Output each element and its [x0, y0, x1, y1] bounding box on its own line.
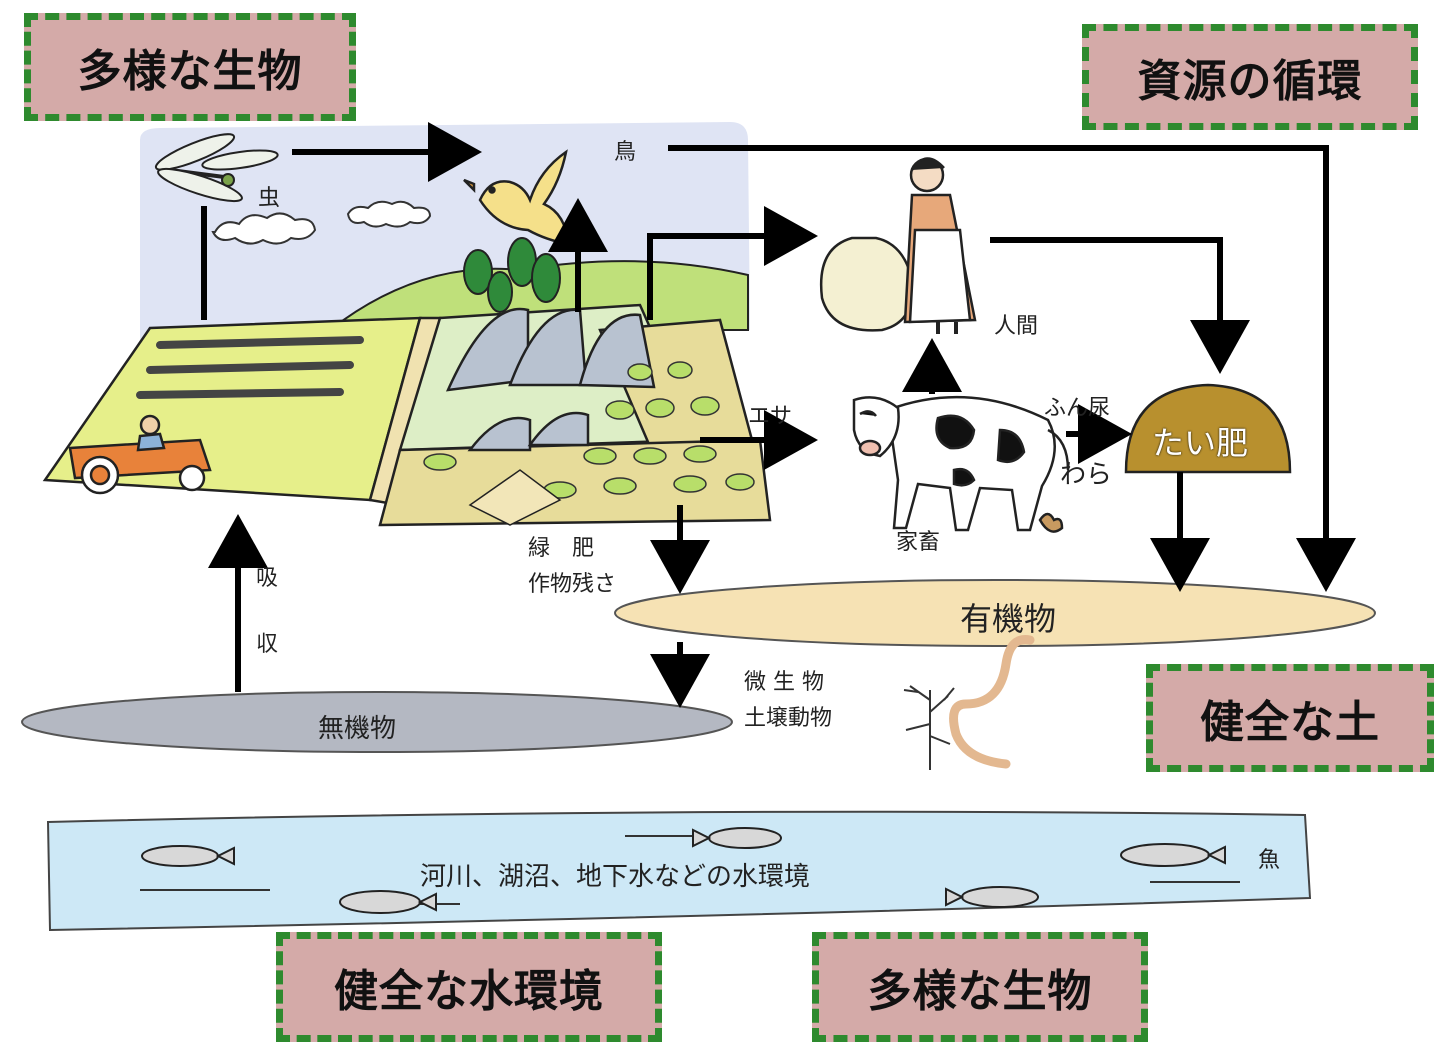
tractor-icon [68, 414, 212, 495]
root-plant-icon [903, 685, 955, 770]
fish-group [141, 827, 1226, 914]
label-bird: 鳥 [614, 140, 637, 165]
label-livestock: 家畜 [896, 530, 941, 555]
fish-icon [339, 890, 437, 914]
badge-healthy-water: 健全な水環境 [276, 932, 662, 1042]
label-feed: エサ [748, 404, 793, 429]
fish-icon [945, 886, 1039, 908]
bird-icon [463, 149, 570, 246]
label-insect: 虫 [258, 186, 281, 211]
human-icon [819, 157, 977, 334]
badge-resource-cycle: 資源の循環 [1082, 24, 1418, 130]
fish-icon [1120, 843, 1226, 867]
organic-ellipse [614, 579, 1376, 647]
cloud-left [211, 212, 317, 245]
label-green-manure: 緑 肥 [528, 536, 595, 561]
label-human: 人間 [994, 314, 1039, 339]
arrow-bird-to-organic [668, 145, 1356, 592]
label-straw: わら [1060, 460, 1113, 490]
label-fish: 魚 [1258, 848, 1281, 873]
label-soil-animals: 土壌動物 [744, 706, 833, 731]
cloud-right [346, 200, 432, 228]
badge-diverse-life-top: 多様な生物 [24, 13, 356, 121]
farmland [42, 303, 772, 527]
label-manure-urine: ふん尿 [1044, 396, 1111, 421]
arrow-field-to-human [647, 206, 818, 320]
inorganic-ellipse [21, 691, 733, 753]
label-microbes: 微 生 物 [744, 670, 824, 695]
arrow-human-to-compost [990, 237, 1250, 374]
label-organic: 有機物 [960, 600, 1057, 638]
badge-diverse-life-bottom: 多様な生物 [812, 932, 1148, 1042]
arrows [201, 122, 1356, 708]
earthworm-icon [949, 635, 1035, 769]
fish-icon [692, 827, 782, 849]
label-absorb-2: 収 [256, 632, 279, 657]
label-inorganic: 無機物 [318, 714, 397, 744]
label-crop-residue: 作物残さ [528, 572, 617, 597]
fish-icon [141, 845, 235, 867]
badge-healthy-soil: 健全な土 [1146, 664, 1434, 772]
water-ripples [140, 835, 1240, 905]
label-water-environment: 河川、湖沼、地下水などの水環境 [420, 862, 811, 892]
cow-icon [852, 395, 1070, 533]
label-compost: たい肥 [1152, 424, 1249, 462]
label-absorb-1: 吸 [256, 566, 279, 591]
dragonfly-icon [154, 133, 279, 203]
compost-dome [1124, 383, 1292, 474]
